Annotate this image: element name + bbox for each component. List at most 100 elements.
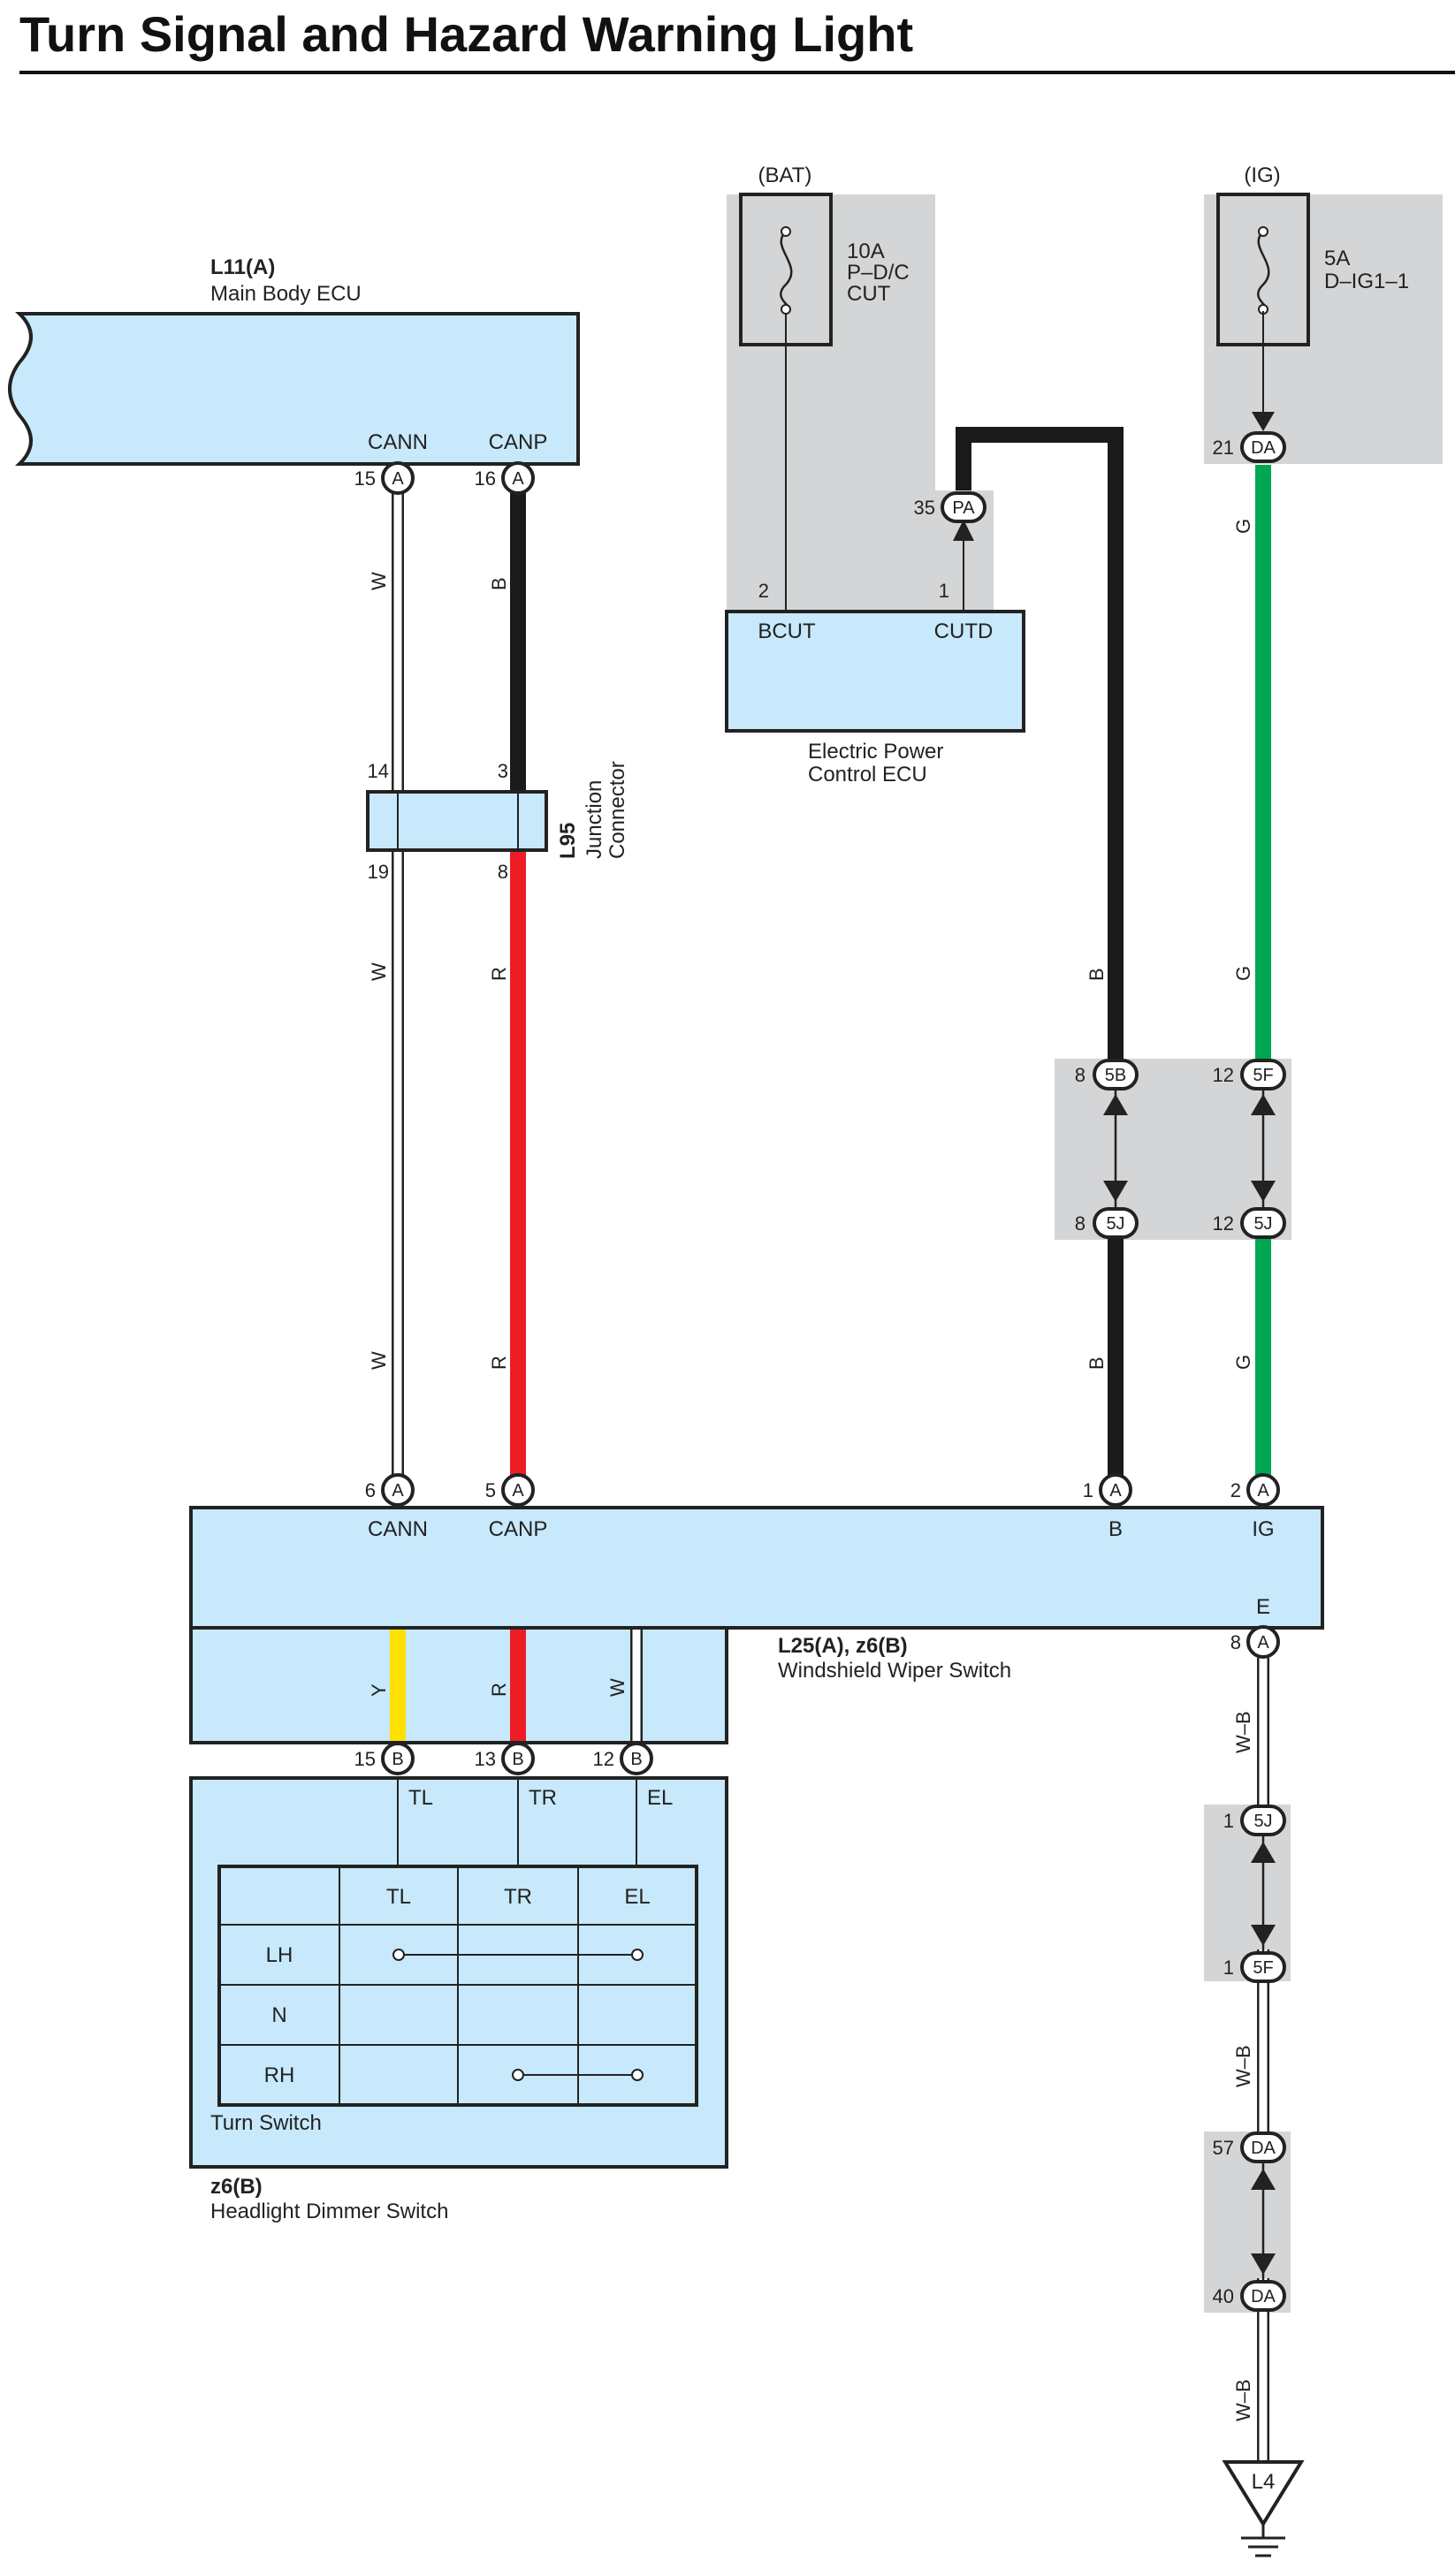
ig-fuse-shade	[1204, 194, 1443, 464]
connector-link-5j-5f	[1251, 1835, 1276, 1951]
conn-a-8: A 8	[1230, 1625, 1280, 1659]
dimmer-terminal-tl: TL	[408, 1786, 433, 1810]
dimmer-switch-name: Headlight Dimmer Switch	[210, 2200, 448, 2223]
junction-connector-box	[366, 790, 548, 852]
main-body-ecu-code: L11(A)	[210, 255, 275, 279]
wc-b-3: B	[1086, 1356, 1108, 1370]
pin-1-5f: 1	[1223, 1957, 1234, 1979]
table-row-n: N	[271, 2003, 286, 2027]
ig-label: (IG)	[1244, 163, 1280, 187]
conn-pa-35: PA 35	[914, 491, 987, 523]
lh-continuity	[392, 1949, 644, 1961]
pin-15-ecu: 15	[354, 467, 376, 490]
conn-5j-12: 5J 12	[1213, 1207, 1286, 1239]
pin-57: 57	[1213, 2137, 1234, 2159]
conn-b-15: B 15	[354, 1742, 415, 1775]
wc-wb-1: W–B	[1232, 1711, 1254, 1753]
wc-wb-2: W–B	[1232, 2045, 1254, 2087]
wiper-terminal-e: E	[1256, 1595, 1270, 1619]
svg-text:5F: 5F	[1253, 1066, 1273, 1085]
ig-fuse-rating: 5A	[1324, 247, 1350, 270]
pin-12-5f: 12	[1213, 1064, 1234, 1086]
ecu-terminal-canp: CANP	[489, 430, 548, 454]
pin-40: 40	[1213, 2285, 1234, 2307]
junction-name-1: Junction	[583, 780, 606, 859]
pin-3: 3	[498, 760, 508, 782]
conn-a-15: A 15	[354, 461, 415, 495]
wc-b-2: B	[1086, 968, 1108, 981]
main-body-ecu-box	[8, 312, 580, 466]
svg-text:B: B	[512, 1750, 523, 1769]
conn-5b-8: 5B 8	[1075, 1059, 1139, 1090]
svg-text:DA: DA	[1251, 2287, 1276, 2306]
conn-a-6: A 6	[365, 1473, 415, 1507]
pin-1: 1	[1083, 1479, 1093, 1501]
connector-link-g	[1251, 1089, 1276, 1207]
pin-14: 14	[368, 760, 389, 782]
pin-8-e: 8	[1230, 1631, 1241, 1653]
wiper-sub-box	[189, 1626, 728, 1744]
conn-a-1: A 1	[1083, 1473, 1132, 1507]
pin-5: 5	[485, 1479, 496, 1501]
conn-5j-8: 5J 8	[1075, 1207, 1139, 1239]
svg-text:5J: 5J	[1106, 1214, 1124, 1234]
svg-text:B: B	[630, 1750, 642, 1769]
pin-cutd-1: 1	[939, 580, 949, 602]
power-control-ecu-box	[725, 610, 1025, 733]
svg-text:DA: DA	[1251, 438, 1276, 458]
pin-15-b: 15	[354, 1748, 376, 1770]
svg-text:5J: 5J	[1253, 1214, 1272, 1234]
wiper-terminal-b: B	[1108, 1517, 1123, 1541]
rh-continuity	[512, 2069, 644, 2081]
pc-ecu-name-1: Electric Power	[808, 740, 943, 764]
dimmer-terminal-el: EL	[647, 1786, 673, 1810]
conn-a-5: A 5	[485, 1473, 535, 1507]
conn-5j-1: 5J 1	[1223, 1805, 1286, 1836]
bat-fuse-name-2: CUT	[847, 282, 891, 306]
conn-5f-12: 5F 12	[1213, 1059, 1286, 1090]
wiper-terminal-cann: CANN	[368, 1517, 428, 1541]
conn-da-57: DA 57	[1213, 2131, 1286, 2163]
wc-y: Y	[368, 1683, 390, 1697]
pin-1-5j: 1	[1223, 1810, 1234, 1832]
conn-a-2: A 2	[1230, 1473, 1280, 1507]
bat-fuse-name: P–D/C	[847, 261, 910, 285]
conn-b-13: B 13	[475, 1742, 535, 1775]
pin-16-ecu: 16	[475, 467, 496, 490]
wiper-switch-name: Windshield Wiper Switch	[778, 1659, 1011, 1683]
bat-fuse-rating: 10A	[847, 239, 885, 263]
pin-21: 21	[1213, 437, 1234, 459]
conn-5f-1: 5F 1	[1223, 1951, 1286, 1983]
svg-text:5B: 5B	[1105, 1066, 1126, 1085]
ground-code: L4	[1252, 2470, 1276, 2494]
pin-bcut-2: 2	[758, 580, 769, 602]
dimmer-switch-code: z6(B)	[210, 2175, 263, 2199]
svg-text:5J: 5J	[1253, 1812, 1272, 1831]
wc-w-3: W	[368, 1351, 390, 1370]
wiper-switch-code: L25(A), z6(B)	[778, 1634, 908, 1658]
pc-ecu-name-2: Control ECU	[808, 763, 927, 786]
conn-da-40: DA 40	[1213, 2280, 1286, 2312]
wc-wb-3: W–B	[1232, 2379, 1254, 2421]
pc-terminal-bcut: BCUT	[758, 619, 816, 643]
wc-g-3: G	[1232, 1355, 1254, 1370]
table-row-lh: LH	[266, 1943, 293, 1967]
connector-link-da-da	[1251, 2163, 1276, 2280]
turn-switch-label: Turn Switch	[210, 2111, 322, 2135]
wc-w-4: W	[606, 1678, 628, 1697]
bat-label: (BAT)	[758, 163, 812, 187]
wc-g-1: G	[1232, 519, 1254, 534]
svg-text:A: A	[1109, 1481, 1122, 1501]
svg-text:A: A	[392, 469, 404, 489]
pin-19: 19	[368, 861, 389, 883]
pin-12-b: 12	[593, 1748, 614, 1770]
pin-6: 6	[365, 1479, 376, 1501]
svg-text:DA: DA	[1251, 2139, 1276, 2158]
svg-text:A: A	[392, 1481, 404, 1501]
pin-8-junction: 8	[498, 861, 508, 883]
pin-8-5b: 8	[1075, 1064, 1086, 1086]
page-title: Turn Signal and Hazard Warning Light	[19, 6, 913, 62]
main-body-ecu-name: Main Body ECU	[210, 282, 362, 306]
conn-da-21: DA 21	[1213, 431, 1286, 463]
